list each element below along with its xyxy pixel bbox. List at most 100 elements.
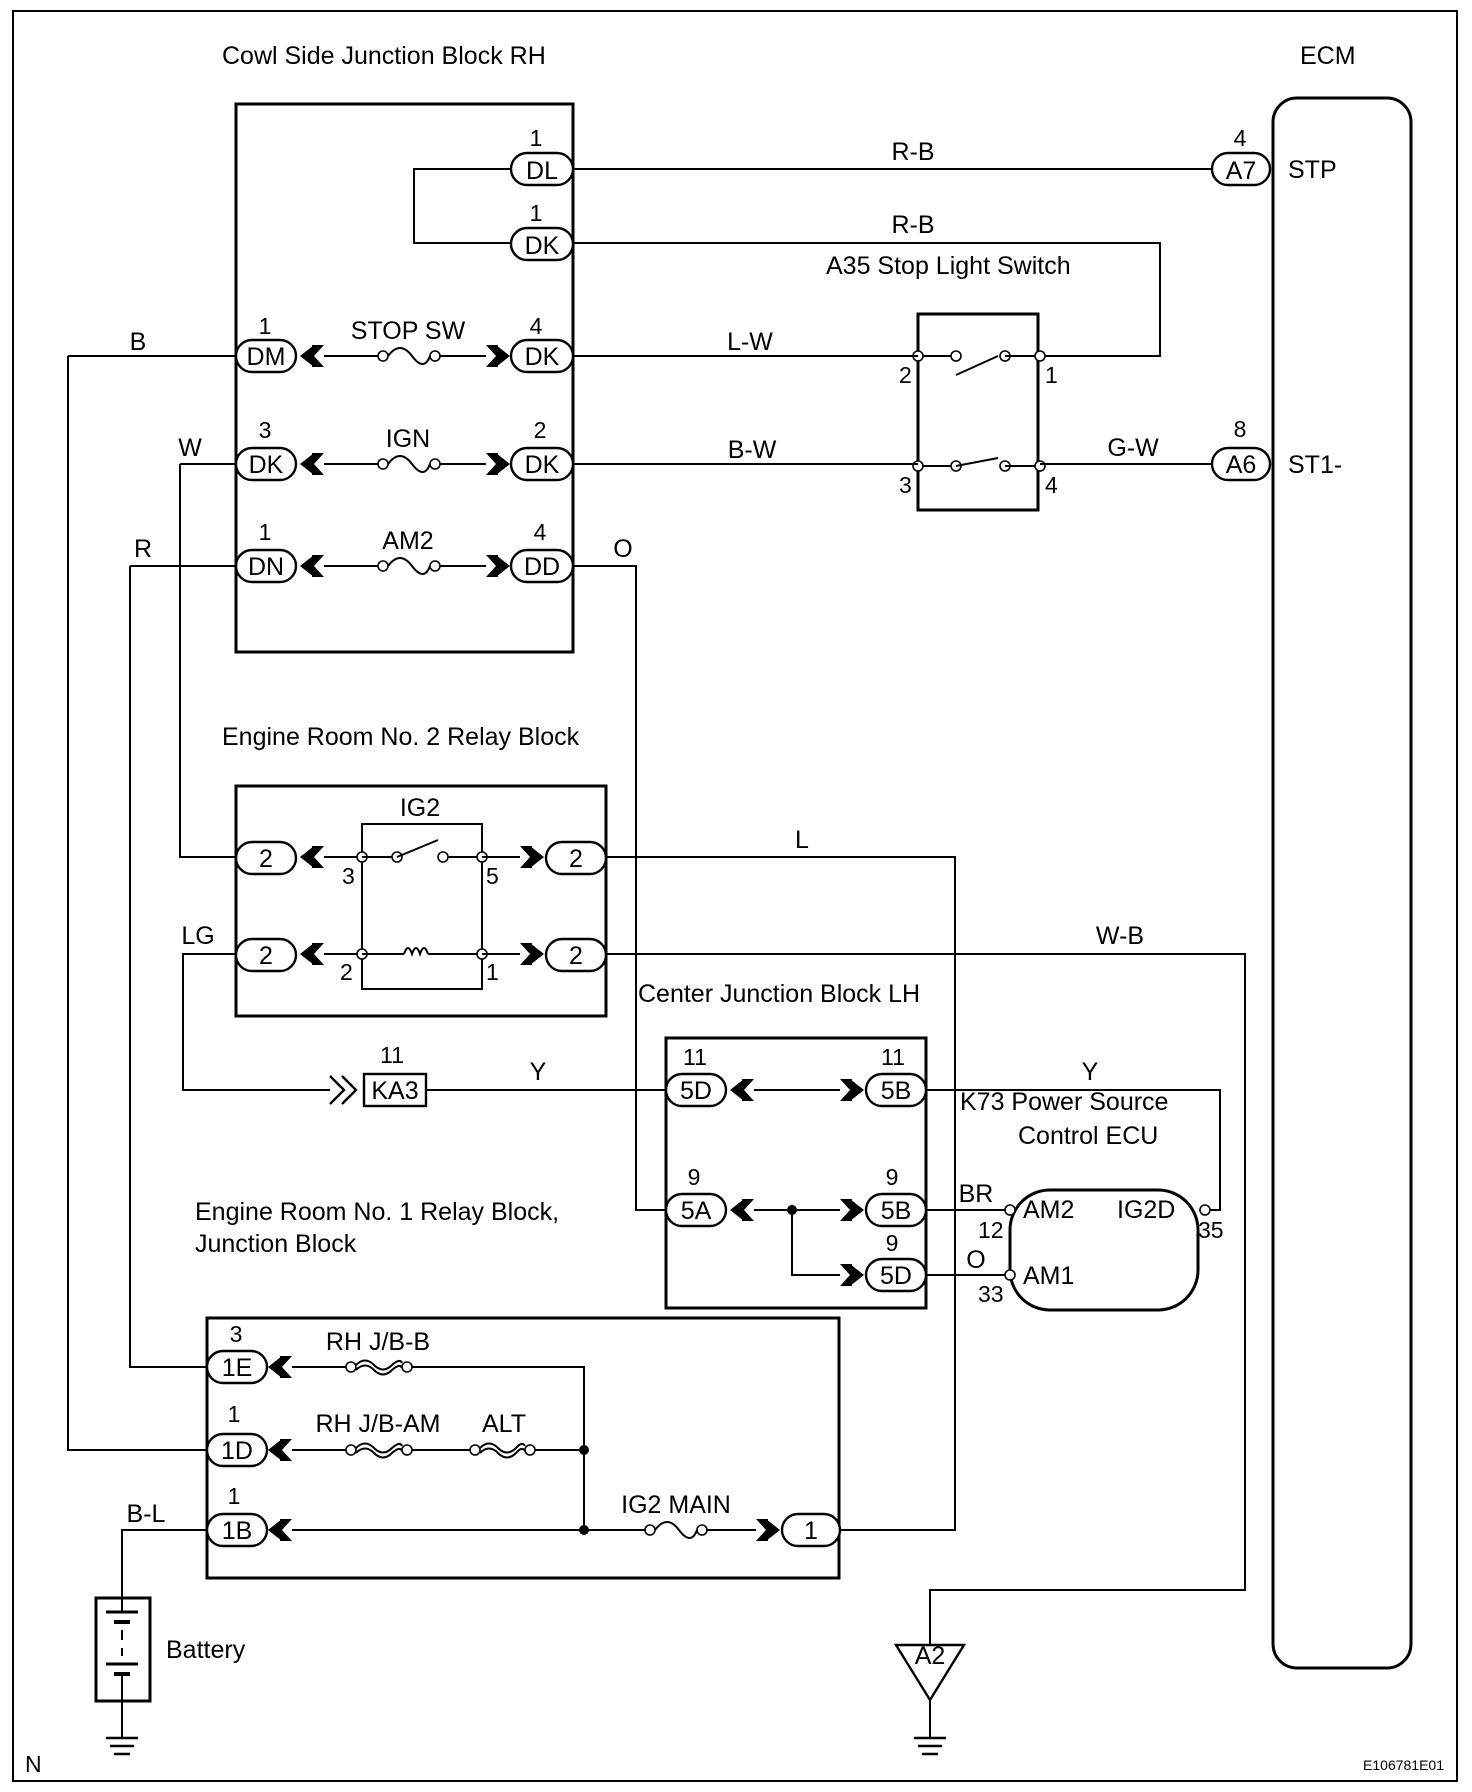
ecu-terminal-ig2d: IG2D <box>1117 1196 1175 1224</box>
wire-label-o-top: O <box>613 535 632 563</box>
relay-connector-top-left: 2 <box>234 840 298 876</box>
svg-text:DK: DK <box>525 232 560 260</box>
svg-text:2: 2 <box>259 942 273 970</box>
junction-dot-1b <box>579 1525 589 1535</box>
wire-label-y-right: Y <box>1082 1058 1099 1086</box>
svg-text:9: 9 <box>886 1230 899 1256</box>
svg-text:1: 1 <box>804 1517 818 1545</box>
engine-room-no2-title: Engine Room No. 2 Relay Block <box>222 723 580 751</box>
connector-a6: 8 A6 <box>1210 416 1272 482</box>
battery-symbol <box>94 1596 152 1703</box>
wire-label-w: W <box>178 434 202 462</box>
fuse-rh-jb-b <box>345 1359 413 1376</box>
fuse-label-stop-sw: STOP SW <box>351 317 466 345</box>
connector-dd: 4 DD <box>509 519 575 584</box>
svg-text:A6: A6 <box>1226 451 1257 479</box>
ecu-terminal-am1: AM1 <box>1023 1262 1074 1290</box>
svg-text:5A: 5A <box>681 1197 712 1225</box>
engine-room-no1-box <box>205 1316 841 1580</box>
connector-dk-top: 1 DK <box>509 200 575 262</box>
cowl-side-jb-box <box>234 102 575 654</box>
wire-label-rb-top: R-B <box>891 138 934 166</box>
ecm-title: ECM <box>1300 42 1356 70</box>
svg-text:5D: 5D <box>680 1077 712 1105</box>
connector-dk-ign-left: 3 DK <box>234 417 298 482</box>
connector-dm: 1 DM <box>234 313 298 374</box>
connector-1b: 1 1B <box>205 1483 269 1548</box>
connector-5a: 9 5A <box>664 1164 728 1228</box>
svg-text:DD: DD <box>524 553 560 581</box>
connector-5b-top: 11 5B <box>864 1044 928 1108</box>
relay-connector-bottom-left: 2 <box>234 937 298 973</box>
center-jb-box <box>664 1036 928 1310</box>
center-jb-title: Center Junction Block LH <box>638 980 920 1008</box>
power-source-ecu-title-1: K73 Power Source <box>960 1088 1168 1116</box>
svg-text:1E: 1E <box>222 1354 253 1382</box>
connector-1: 1 <box>780 1512 842 1548</box>
stop-light-switch-box <box>916 312 1040 512</box>
wire-label-wb: W-B <box>1096 922 1144 950</box>
svg-text:DK: DK <box>525 343 560 371</box>
ecm-box <box>1271 96 1413 1670</box>
wire-label-bl: B-L <box>127 1500 166 1528</box>
wire-label-o-bottom: O <box>966 1246 985 1274</box>
connector-ka3: 11 KA3 <box>362 1042 428 1108</box>
engine-room-no1-title-1: Engine Room No. 1 Relay Block, <box>195 1198 559 1226</box>
svg-text:1: 1 <box>530 125 543 151</box>
switch-pin-1: 1 <box>1045 362 1058 388</box>
wire-label-b: B <box>130 328 147 356</box>
engine-room-no2-box <box>234 784 608 1018</box>
svg-text:DN: DN <box>248 553 284 581</box>
power-source-ecu-title-2: Control ECU <box>1018 1122 1158 1150</box>
svg-text:A2: A2 <box>915 1642 946 1670</box>
relay-connector-bottom-right: 2 <box>544 937 608 973</box>
wire-label-gw: G-W <box>1107 434 1159 462</box>
switch-contact-lower <box>912 457 1046 472</box>
fuse-ign <box>377 455 441 473</box>
svg-text:2: 2 <box>569 845 583 873</box>
svg-text:11: 11 <box>380 1042 404 1068</box>
connector-dn: 1 DN <box>234 519 298 584</box>
ecm-signal-stp: STP <box>1288 156 1337 184</box>
stop-light-switch-title: A35 Stop Light Switch <box>826 252 1071 280</box>
connector-5d-bottom: 9 5D <box>864 1230 928 1293</box>
engine-room-no1-title-2: Junction Block <box>195 1230 357 1258</box>
ka3-double-chevron <box>329 1075 358 1105</box>
svg-text:5B: 5B <box>881 1197 912 1225</box>
connector-dk-stop: 4 DK <box>509 313 575 374</box>
svg-text:DM: DM <box>247 343 286 371</box>
svg-text:9: 9 <box>688 1164 701 1190</box>
svg-text:2: 2 <box>534 417 547 443</box>
svg-text:5B: 5B <box>881 1077 912 1105</box>
fuse-rh-jb-am <box>345 1442 413 1459</box>
fuse-alt <box>469 1442 536 1459</box>
svg-text:5D: 5D <box>880 1262 912 1290</box>
svg-text:9: 9 <box>886 1164 899 1190</box>
switch-pin-2: 2 <box>899 362 912 388</box>
fuse-label-rh-jb-am: RH J/B-AM <box>316 1410 441 1438</box>
connector-1d: 1 1D <box>205 1401 269 1468</box>
svg-text:1: 1 <box>259 313 272 339</box>
ground-symbol-battery <box>106 1701 138 1756</box>
switch-contact-upper <box>912 350 1046 376</box>
fuse-label-ig2-main: IG2 MAIN <box>621 1491 731 1519</box>
fuse-label-rh-jb-b: RH J/B-B <box>326 1328 430 1356</box>
connector-dk-ign-right: 2 DK <box>509 417 575 482</box>
switch-pin-3: 3 <box>899 472 912 498</box>
wire-label-l: L <box>795 826 809 854</box>
connector-5b-mid: 9 5B <box>864 1164 928 1228</box>
connector-dl: 1 DL <box>509 125 575 187</box>
ecu-pin-35: 35 <box>1198 1217 1224 1243</box>
svg-text:8: 8 <box>1234 416 1247 442</box>
relay-ig2-box <box>361 823 483 990</box>
wire-label-lg: LG <box>181 922 214 950</box>
wire-label-lw: L-W <box>727 328 773 356</box>
svg-text:3: 3 <box>259 417 272 443</box>
svg-text:1: 1 <box>530 200 543 226</box>
figure-code: E106781E01 <box>1363 1757 1444 1773</box>
fuse-label-alt: ALT <box>482 1410 526 1438</box>
connector-5d-top: 11 5D <box>664 1044 728 1108</box>
svg-text:1B: 1B <box>222 1517 253 1545</box>
wire-label-rb-mid: R-B <box>891 211 934 239</box>
